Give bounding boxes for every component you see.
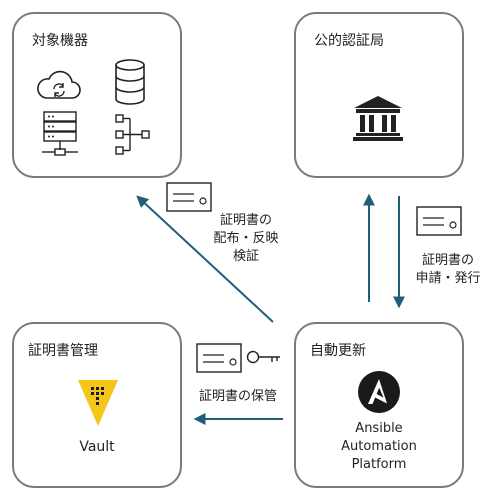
- ansible-logo-icon: [357, 370, 401, 414]
- bank-building-icon: [352, 94, 404, 142]
- vault-label: Vault: [79, 439, 115, 455]
- cloud-sync-icon: [34, 68, 82, 104]
- request-label: 証明書の 申請・発行: [415, 253, 481, 286]
- box-title: 自動更新: [310, 343, 366, 359]
- tree-diagram-icon: [112, 112, 156, 158]
- product-line-1: Ansible: [355, 421, 403, 436]
- box-title: 公的認証局: [314, 33, 384, 49]
- product-line-2: Automation: [341, 439, 417, 454]
- database-icon: [112, 58, 148, 106]
- box-title: 証明書管理: [28, 343, 98, 359]
- certificate-icon: [416, 206, 462, 236]
- key-icon: [246, 348, 282, 366]
- auto-renewal-box: 自動更新 Ansible Automation Platform: [294, 322, 464, 488]
- target-devices-box: 対象機器: [12, 12, 182, 178]
- product-line-3: Platform: [351, 457, 407, 472]
- ansible-platform-label: Ansible Automation Platform: [309, 420, 449, 474]
- certificate-icon: [196, 343, 242, 373]
- store-label: 証明書の保管: [198, 389, 277, 404]
- distribute-arrow: [136, 195, 274, 323]
- cert-management-box: 証明書管理 Vault: [12, 322, 182, 488]
- distribute-label: 証明書の 配布・反映 検証: [213, 213, 279, 264]
- server-icon: [40, 110, 80, 160]
- vault-logo-icon: [77, 378, 119, 428]
- certificate-icon: [166, 182, 212, 212]
- box-title: 対象機器: [32, 33, 88, 49]
- public-ca-box: 公的認証局: [294, 12, 464, 178]
